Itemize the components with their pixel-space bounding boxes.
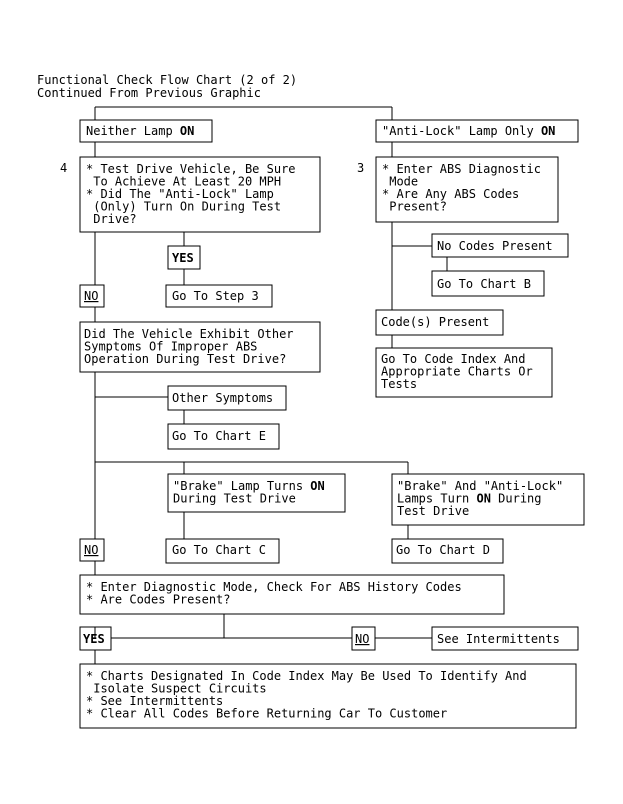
see-intermittents-label: See Intermittents	[437, 632, 560, 646]
text-segment: During Test Drive	[173, 492, 296, 506]
emphasis-text: ON	[476, 492, 490, 506]
text-line: Tests	[381, 377, 417, 391]
text-line: * Enter Diagnostic Mode, Check For ABS H…	[86, 580, 462, 594]
final-steps-box	[79, 663, 577, 729]
improper-abs-box	[79, 321, 321, 373]
goto-code-index-box	[375, 347, 553, 398]
text-line: Test Drive	[397, 504, 469, 518]
text-segment: "Brake" Lamp Turns	[173, 479, 310, 493]
yes-label: YES	[172, 251, 194, 265]
no-codes-box	[431, 233, 569, 258]
no-label-box	[351, 626, 376, 651]
yes-label-box	[167, 245, 201, 270]
text-line: (Only) Turn On During Test	[86, 200, 281, 214]
goto-chart-e-label: Go To Chart E	[172, 429, 266, 443]
page-subtitle: Continued From Previous Graphic	[37, 86, 261, 100]
goto-chart-e-box	[167, 423, 280, 450]
step-3-number: 3	[357, 161, 364, 175]
text-line: * Charts Designated In Code Index May Be…	[86, 669, 527, 683]
goto-chart-b-box	[431, 270, 545, 297]
emphasis-text: ON	[310, 479, 324, 493]
text-line: Lamps Turn ON During	[397, 492, 542, 506]
history-codes-text: * Enter Diagnostic Mode, Check For ABS H…	[86, 580, 462, 607]
goto-chart-b-label: Go To Chart B	[437, 277, 531, 291]
text-line: Did The Vehicle Exhibit Other	[84, 327, 294, 341]
page-title: Functional Check Flow Chart (2 of 2)	[37, 73, 297, 87]
brake-antilock-text: "Brake" And "Anti-Lock"Lamps Turn ON Dur…	[397, 479, 563, 518]
final-steps-text: * Charts Designated In Code Index May Be…	[86, 669, 527, 721]
text-segment: "Brake" And "Anti-Lock"	[397, 479, 563, 493]
test-drive-text: * Test Drive Vehicle, Be Sure To Achieve…	[86, 162, 296, 226]
yes-label: YES	[83, 632, 105, 646]
text-segment: Lamps Turn	[397, 492, 476, 506]
goto-chart-c-label: Go To Chart C	[172, 543, 266, 557]
no-label: NO	[84, 543, 98, 557]
text-line: * See Intermittents	[86, 694, 223, 708]
goto-step3-box	[165, 284, 273, 308]
brake-antilock-box	[391, 473, 585, 526]
text-line: Isolate Suspect Circuits	[86, 682, 267, 696]
antilock-only-label: "Anti-Lock" Lamp Only ON	[382, 124, 555, 138]
other-symptoms-label: Other Symptoms	[172, 391, 273, 405]
text-line: Symptoms Of Improper ABS	[84, 340, 257, 354]
emphasis-text: ON	[541, 124, 555, 138]
enter-abs-mode-box	[375, 156, 559, 223]
text-line: During Test Drive	[173, 492, 296, 506]
text-line: * Clear All Codes Before Returning Car T…	[86, 707, 447, 721]
test-drive-box	[79, 156, 321, 233]
enter-abs-mode-text: * Enter ABS Diagnostic Mode* Are Any ABS…	[382, 162, 541, 214]
text-line: "Brake" Lamp Turns ON	[173, 479, 325, 493]
text-line: Appropriate Charts Or	[381, 365, 533, 379]
other-symptoms-box	[167, 385, 287, 411]
text-line: "Brake" And "Anti-Lock"	[397, 479, 563, 493]
text-line: * Did The "Anti-Lock" Lamp	[86, 187, 274, 201]
emphasis-text: ON	[180, 124, 194, 138]
history-codes-box	[79, 574, 505, 615]
text-line: Mode	[382, 175, 418, 189]
text-line: * Test Drive Vehicle, Be Sure	[86, 162, 296, 176]
connector-lines	[94, 106, 448, 664]
text-segment: "Anti-Lock" Lamp Only	[382, 124, 541, 138]
text-segment: Neither Lamp	[86, 124, 180, 138]
text-segment: Test Drive	[397, 504, 469, 518]
goto-step3-label: Go To Step 3	[172, 289, 259, 303]
text-line: * Are Any ABS Codes	[382, 187, 519, 201]
brake-lamp-box	[167, 473, 346, 513]
antilock-only-box	[375, 119, 579, 143]
text-line: * Are Codes Present?	[86, 593, 231, 607]
no-label: NO	[84, 289, 98, 303]
text-line: To Achieve At Least 20 MPH	[86, 175, 281, 189]
text-line: * Enter ABS Diagnostic	[382, 162, 541, 176]
no-codes-label: No Codes Present	[437, 239, 553, 253]
text-segment: During	[491, 492, 542, 506]
yes-label-box	[79, 626, 112, 651]
flow-boxes	[79, 119, 585, 729]
no-label-box	[79, 538, 105, 562]
no-label: NO	[355, 632, 369, 646]
see-intermittents-box	[431, 626, 579, 651]
text-line: Drive?	[86, 212, 137, 226]
text-line: Present?	[382, 200, 447, 214]
step-4-number: 4	[60, 161, 67, 175]
text-line: Operation During Test Drive?	[84, 352, 286, 366]
codes-present-label: Code(s) Present	[381, 315, 489, 329]
goto-chart-d-label: Go To Chart D	[396, 543, 490, 557]
goto-chart-c-box	[165, 538, 280, 564]
codes-present-box	[375, 309, 504, 336]
goto-chart-d-box	[391, 538, 504, 564]
text-line: Go To Code Index And	[381, 352, 526, 366]
neither-lamp-label: Neither Lamp ON	[86, 124, 194, 138]
no-label-box	[79, 284, 105, 308]
neither-lamp-box	[79, 119, 213, 143]
